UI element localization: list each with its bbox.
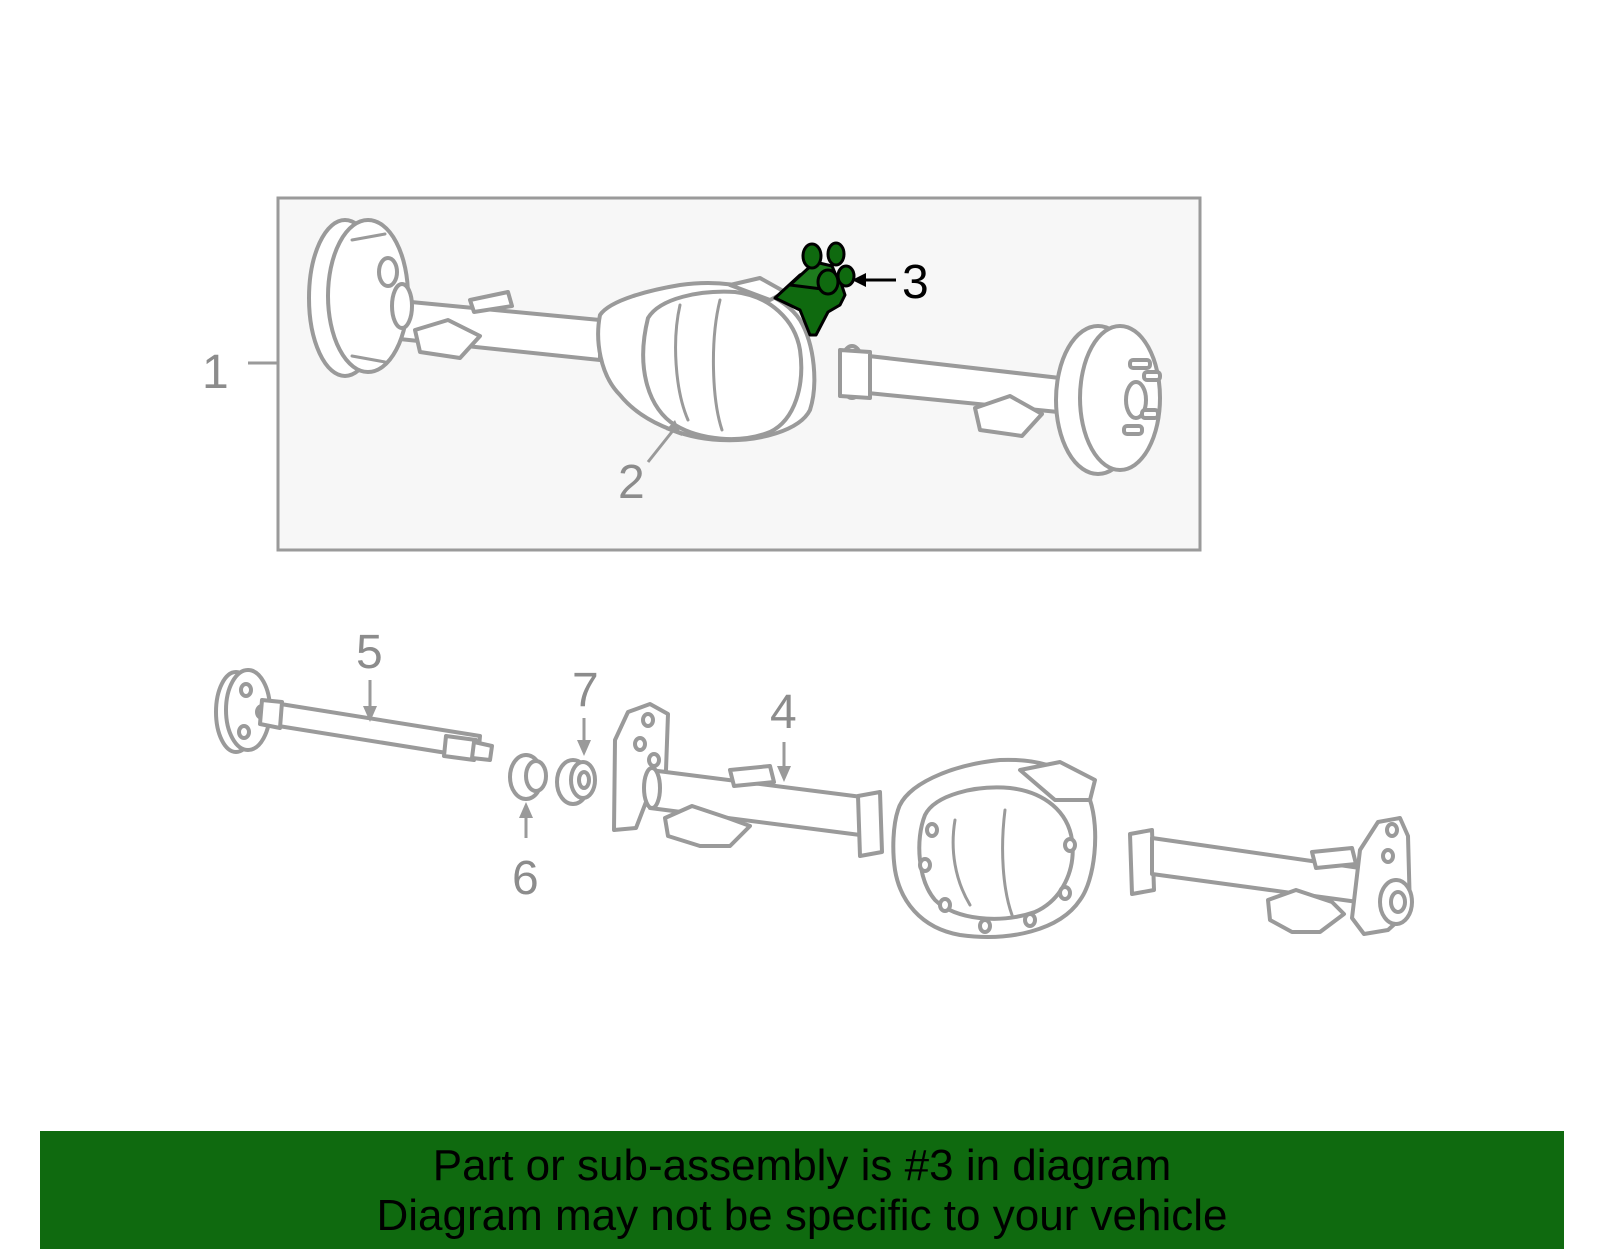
callout-4[interactable]: 4 (770, 686, 797, 739)
part-3-highlighted[interactable] (773, 241, 856, 337)
callout-3[interactable]: 3 (902, 256, 929, 309)
arrow-6 (519, 802, 533, 818)
arrow-4 (777, 766, 791, 782)
part-5-axle-shaft (214, 668, 494, 762)
callout-6[interactable]: 6 (512, 852, 539, 905)
callout-7[interactable]: 7 (572, 664, 599, 717)
part-6-seal (508, 753, 548, 801)
callout-5[interactable]: 5 (356, 626, 383, 679)
banner-line-disclaimer: Diagram may not be specific to your vehi… (376, 1191, 1228, 1240)
arrow-7 (577, 740, 591, 756)
part-4-axle-housing (612, 702, 1414, 939)
info-banner: Part or sub-assembly is #3 in diagram Di… (40, 1131, 1564, 1249)
arrow-5 (363, 706, 377, 722)
callout-1[interactable]: 1 (202, 346, 229, 399)
arrow-2 (666, 420, 682, 436)
rear-axle-assembly (307, 218, 1162, 476)
leader-2 (646, 427, 677, 463)
callout-2[interactable]: 2 (618, 456, 645, 509)
banner-line-part: Part or sub-assembly is #3 in diagram (432, 1141, 1172, 1190)
arrow-3 (852, 273, 866, 287)
part-7-bearing (555, 758, 597, 806)
